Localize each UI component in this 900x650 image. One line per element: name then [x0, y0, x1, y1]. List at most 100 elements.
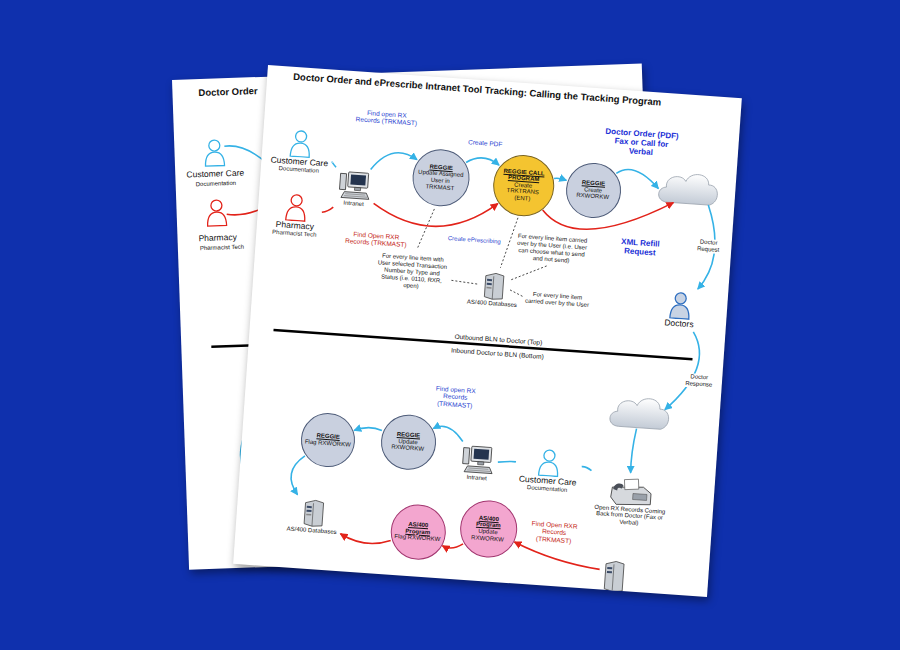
- intranet-computer: Intranet: [458, 443, 497, 483]
- computer-icon: [338, 170, 372, 201]
- circle-content: REGGIEUpdate RXWORKW: [384, 430, 431, 453]
- back-person-icon: [205, 140, 225, 166]
- process-circle: REGGIEUpdate Assigned User in TRKMAST: [410, 147, 471, 208]
- icon-part: [290, 142, 310, 157]
- dotted-leader: [451, 280, 478, 284]
- icon-part: [492, 276, 494, 299]
- connector: [322, 206, 333, 213]
- flow-note: Find Open RXR Records (TRKMAST): [525, 519, 582, 545]
- connector-label: Find open RX Records (TRKMAST): [355, 108, 418, 127]
- icon-caption: Intranet: [466, 474, 487, 482]
- icon-part: [463, 448, 470, 464]
- actor-role: Pharmacist Tech: [200, 243, 244, 251]
- dotted-leader: [418, 208, 435, 249]
- sheet-title: Doctor Order: [198, 86, 257, 99]
- process-title: AS/400 Program: [465, 514, 512, 530]
- network-cloud: [658, 172, 719, 206]
- front-sheet: Customer CareDocumentationPharmacyPharma…: [233, 65, 742, 597]
- person-icon: [668, 290, 692, 319]
- dotted-leader: [510, 263, 547, 282]
- icon-part: [306, 513, 311, 515]
- person-icon: [289, 129, 313, 158]
- flow-note: Doctor Request: [693, 238, 724, 254]
- icon-part: [341, 191, 369, 199]
- icon-part: [350, 175, 366, 186]
- icon-part: [484, 272, 504, 299]
- icon-part: [633, 493, 647, 500]
- server-icon: [604, 561, 624, 592]
- connector: [433, 426, 464, 442]
- process-title: REGGIE CALL PROGRAM: [501, 167, 548, 183]
- icon-part: [354, 187, 360, 190]
- fax-machine: Open RX Records Coming Back from Doctor …: [590, 472, 671, 530]
- dotted-note: For every line item with User selected T…: [375, 252, 449, 291]
- dotted-leader: [500, 217, 518, 269]
- icon-caption: AS/400 Databases: [467, 298, 517, 308]
- back-person-icon: [207, 200, 227, 226]
- dotted-note: For every line item carried over by the …: [514, 233, 590, 266]
- network-cloud: [609, 396, 670, 430]
- icon-part: [544, 450, 556, 462]
- icon-part: [207, 212, 226, 226]
- process-circle: REGGIEFlag RXWORKW: [299, 411, 357, 469]
- icon-part: [340, 173, 347, 189]
- process-circle: REGGIECreate RXWORKW: [564, 161, 623, 220]
- actor-name: Pharmacy: [198, 233, 236, 244]
- customer-care-actor: Customer CareDocumentation: [516, 445, 581, 495]
- connector-label: Find Open RXR Records (TRKMAST): [344, 229, 409, 248]
- connector: [554, 178, 566, 180]
- process-circle: REGGIEUpdate RXWORKW: [379, 412, 438, 471]
- program-circle: AS/400 ProgramUpdate RXWORKW: [458, 498, 519, 559]
- computer-icon: [461, 445, 495, 476]
- connector: [466, 157, 499, 165]
- flow-arrow: [630, 428, 636, 473]
- connector: [582, 467, 592, 471]
- connector: [371, 151, 418, 173]
- icon-part: [307, 505, 312, 507]
- customer-care-actor: Customer CareDocumentation: [268, 126, 333, 176]
- process-text: Flag RXWORKW: [305, 438, 351, 448]
- database-server: AS/400 Databases: [465, 269, 521, 310]
- icon-part: [612, 564, 614, 591]
- icon-part: [209, 140, 220, 151]
- circle-content: REGGIEUpdate Assigned User in TRKMAST: [417, 163, 465, 193]
- icon-part: [471, 446, 492, 462]
- person-icon: [284, 193, 308, 222]
- icon-part: [486, 286, 491, 288]
- connector-label: Find open RX Records (TRKMAST): [425, 384, 486, 411]
- icon-caption: AS/400 Databases: [286, 525, 336, 535]
- icon-part: [286, 206, 306, 221]
- doctor-actor: Doctors: [662, 289, 698, 331]
- icon-part: [624, 479, 638, 489]
- dotted-leader: [509, 289, 523, 296]
- icon-part: [348, 172, 369, 188]
- circle-content: AS/400 ProgramFlag RXWORKW: [394, 520, 441, 543]
- circle-content: REGGIECreate RXWORKW: [569, 179, 616, 202]
- process-text: Update RXWORKW: [384, 437, 431, 453]
- icon-part: [487, 278, 492, 280]
- icon-part: [478, 462, 484, 465]
- flow-arrow: [665, 330, 701, 411]
- actor-name: Customer Care: [186, 169, 244, 181]
- section-divider: [274, 330, 693, 359]
- icon-part: [613, 483, 623, 491]
- database-server: AS/400 Databases: [284, 496, 340, 537]
- icon-part: [295, 131, 307, 143]
- connector: [498, 460, 516, 463]
- icon-part: [304, 499, 324, 526]
- icon-part: [607, 567, 612, 569]
- intranet-computer: Intranet: [335, 169, 374, 209]
- icon-part: [211, 200, 222, 211]
- flow-note: Create ePrescribing: [448, 234, 501, 245]
- icon-part: [205, 152, 224, 166]
- person-icon: [537, 448, 561, 477]
- flow-arrow: [513, 542, 601, 569]
- actor-name: Doctors: [664, 318, 694, 329]
- dotted-note: For every line item carried over by the …: [524, 290, 591, 308]
- flow-title: XML Refill Request: [610, 236, 671, 259]
- icon-part: [291, 194, 303, 206]
- process-text: Create TRKTRANS (ENT): [499, 180, 546, 203]
- connector-label: Create PDF: [468, 138, 502, 148]
- flow-arrow: [615, 169, 659, 189]
- icon-caption: Intranet: [343, 200, 364, 208]
